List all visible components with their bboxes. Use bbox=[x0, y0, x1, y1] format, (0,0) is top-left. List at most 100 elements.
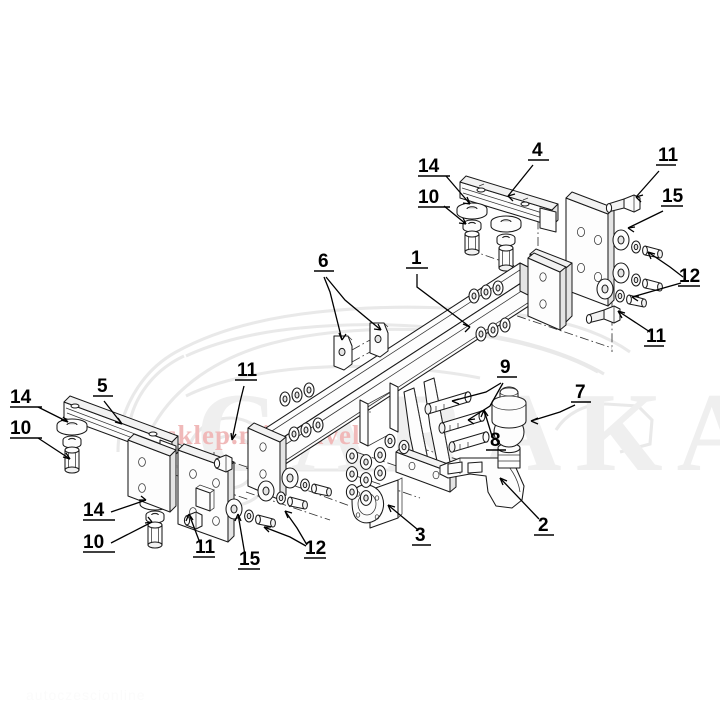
leader-9b bbox=[467, 382, 504, 421]
arrow-14 bbox=[462, 196, 471, 205]
callout-label-7: 7 bbox=[575, 382, 586, 403]
leader-4 bbox=[507, 164, 534, 197]
arrow-1 bbox=[462, 323, 471, 333]
ball-mount-bolt-set bbox=[424, 391, 490, 453]
arrow-11-rb bbox=[617, 310, 626, 319]
arrow-15-l bbox=[234, 513, 242, 522]
right-bracket-plate-outer bbox=[565, 191, 615, 307]
leader-1 bbox=[416, 274, 471, 328]
callout-label-5: 5 bbox=[97, 376, 108, 397]
leader-14-lu bbox=[37, 406, 69, 423]
leader-10-lu bbox=[37, 437, 71, 460]
callout-label-11-left-lower: 11 bbox=[195, 537, 216, 558]
nut-left-upper bbox=[213, 454, 233, 473]
arrow-6b bbox=[373, 323, 382, 331]
callout-label-15-right: 15 bbox=[662, 186, 684, 207]
callout-label-2: 2 bbox=[538, 515, 549, 536]
cable-retaining-tabs bbox=[333, 322, 389, 371]
arrow-5 bbox=[114, 417, 123, 425]
callout-label-10-left-lower: 10 bbox=[83, 532, 104, 553]
leader-12-rb bbox=[631, 282, 682, 298]
arrow-14-ll bbox=[139, 495, 147, 501]
hardware-stack-right-b bbox=[490, 215, 522, 272]
arrow-11-rt bbox=[635, 194, 644, 203]
arrow-14-lu bbox=[60, 416, 69, 423]
leader-3 bbox=[387, 504, 418, 530]
leader-14 bbox=[445, 175, 471, 205]
nut-right-top bbox=[605, 194, 641, 213]
callout-label-6: 6 bbox=[318, 251, 329, 272]
leader-6b bbox=[325, 276, 382, 331]
leader-12-lb bbox=[263, 526, 307, 547]
leader-15-l bbox=[237, 513, 246, 556]
callout-label-10: 10 bbox=[418, 187, 439, 208]
arrow-10 bbox=[458, 217, 467, 225]
crossbeam-washer-row-upper bbox=[468, 280, 511, 342]
leader-12-ra bbox=[647, 251, 684, 278]
leader-2 bbox=[499, 477, 540, 520]
callout-layer: 1 2 3 4 5 6 bbox=[10, 140, 700, 570]
leader-8 bbox=[483, 409, 493, 437]
arrow-10-ll bbox=[144, 516, 153, 524]
leader-11-rt bbox=[635, 170, 660, 198]
leader-6a bbox=[323, 276, 343, 341]
nut-right-bottom bbox=[585, 305, 621, 324]
bolt-washer-set-right-c bbox=[596, 278, 647, 308]
callout-label-14-left-upper: 14 bbox=[10, 387, 32, 408]
bolt-washer-set-right-b bbox=[612, 262, 663, 292]
tow-ball-cover-cap bbox=[491, 386, 527, 429]
arrow-6a bbox=[338, 332, 347, 341]
bolt-washer-set-left-b bbox=[257, 480, 308, 510]
arrow-15-r bbox=[627, 226, 636, 233]
arrow-8 bbox=[480, 409, 489, 418]
callout-label-8: 8 bbox=[490, 430, 501, 451]
arrow-10-lu bbox=[62, 452, 71, 460]
upper-mounting-bar-right bbox=[459, 175, 559, 233]
leader-15-r bbox=[627, 210, 664, 229]
callout-label-1: 1 bbox=[411, 248, 422, 269]
centre-washer-stacks bbox=[345, 433, 410, 506]
leader-7 bbox=[530, 404, 576, 422]
callout-label-3: 3 bbox=[415, 525, 426, 546]
leader-10-ll bbox=[110, 521, 153, 544]
bolt-washer-set-right-a bbox=[612, 229, 663, 259]
arrow-11-lu bbox=[230, 432, 237, 441]
corner-watermark-text: autoczescionline bbox=[26, 687, 146, 703]
leader-9a bbox=[451, 382, 502, 402]
callout-label-10-left-upper: 10 bbox=[10, 418, 31, 439]
tow-ball-swan-neck bbox=[439, 416, 525, 509]
callout-label-14: 14 bbox=[418, 156, 440, 177]
arrow-4 bbox=[507, 193, 516, 202]
hardware-stack-left-a bbox=[56, 418, 88, 474]
callout-label-12-right: 12 bbox=[679, 266, 700, 287]
leader-14-ll bbox=[110, 499, 147, 513]
arrow-2 bbox=[499, 477, 508, 486]
callout-label-11-right-bottom: 11 bbox=[646, 326, 667, 347]
arrow-11-ll bbox=[185, 513, 194, 522]
leader-10 bbox=[443, 205, 467, 225]
callout-label-9: 9 bbox=[500, 357, 511, 378]
hardware-stack-right-a bbox=[456, 202, 488, 256]
callout-label-14-left-lower: 14 bbox=[83, 500, 105, 521]
socket-mounting-plate bbox=[351, 477, 403, 529]
callout-label-12-left: 12 bbox=[305, 538, 326, 559]
callout-label-11-left-upper: 11 bbox=[237, 360, 258, 381]
bolt-washer-set-left-c bbox=[281, 467, 332, 497]
arrow-12-lb bbox=[263, 526, 271, 533]
arrow-9a bbox=[451, 398, 460, 405]
crossbeam-washer-row-lower bbox=[279, 382, 324, 442]
leader-11-ll bbox=[188, 513, 201, 544]
callout-label-15-left: 15 bbox=[239, 549, 261, 570]
arrow-12-ra bbox=[647, 251, 656, 260]
arrow-9b bbox=[467, 418, 476, 425]
arrow-12-rb bbox=[631, 295, 640, 302]
left-bracket-plate-outer bbox=[127, 433, 177, 513]
callout-label-4: 4 bbox=[532, 140, 543, 161]
arrow-3 bbox=[387, 504, 396, 513]
leader-12-la bbox=[284, 510, 308, 546]
leader-11-rb bbox=[617, 310, 651, 333]
callout-label-11-right-top: 11 bbox=[658, 145, 679, 166]
arrow-7 bbox=[530, 417, 539, 425]
